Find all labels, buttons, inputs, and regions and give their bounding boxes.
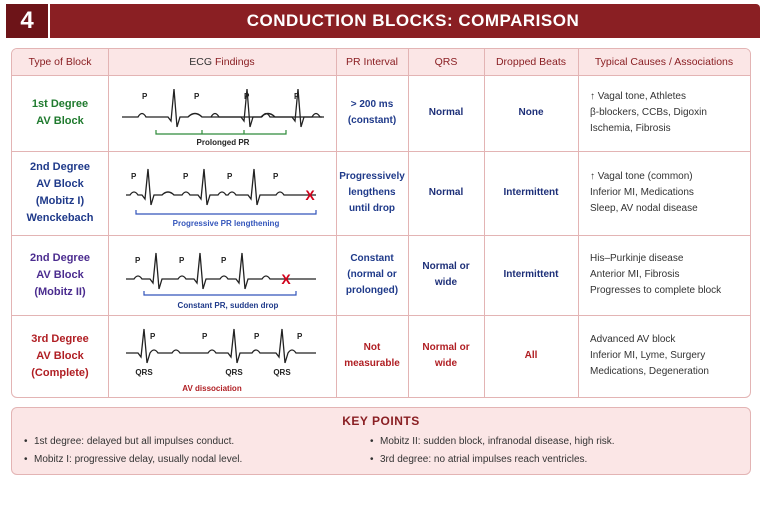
block-type-label: 2nd Degree AV Block (Mobitz II) (30, 251, 90, 298)
p-wave-label: P (273, 172, 279, 181)
col-header-ecg: ECG Findings (108, 49, 336, 75)
bullet-icon: • (370, 436, 374, 447)
qrs-value: Normal (428, 187, 464, 198)
p-wave-label: P (179, 256, 185, 265)
key-point-item: • 1st degree: delayed but all impulses co… (24, 436, 234, 447)
pr-interval-value: > 200 ms (constant) (347, 99, 397, 126)
table-row: 1st Degree AV Block P P P P Prolonged PR… (12, 75, 750, 152)
causes-text: ↑ Vagal tone (common) Inferior MI, Medic… (590, 171, 698, 214)
ecg-caption: Constant PR, sudden drop (178, 301, 279, 310)
p-wave-label: P (254, 332, 260, 341)
p-wave-label: P (221, 256, 227, 265)
bullet-icon: • (24, 436, 28, 447)
qrs-value: Normal or wide (422, 261, 470, 288)
p-wave-label: P (183, 172, 189, 181)
pr-interval-value: Not measurable (344, 342, 400, 369)
section-number-badge: 4 (6, 4, 50, 38)
key-point-text: Mobitz II: sudden block, infranodal dise… (380, 436, 615, 447)
header-bar: CONDUCTION BLOCKS: COMPARISON (6, 4, 760, 38)
grid-line (108, 49, 109, 397)
col-header-dropped: Dropped Beats (495, 56, 567, 68)
p-wave-label: P (297, 332, 303, 341)
p-wave-label: P (135, 256, 141, 265)
qrs-value: Normal or wide (422, 342, 470, 369)
col-header-qrs: QRS (434, 56, 458, 68)
page-title: CONDUCTION BLOCKS: COMPARISON (246, 11, 580, 30)
key-point-item: • Mobitz II: sudden block, infranodal dis… (370, 436, 615, 447)
causes-text: Advanced AV block Inferior MI, Lyme, Sur… (590, 334, 709, 377)
bullet-icon: • (370, 454, 374, 465)
ecg-caption: Prolonged PR (197, 138, 250, 147)
ecg-caption: Progressive PR lengthening (173, 219, 280, 228)
grid-line (336, 49, 337, 397)
grid-line (484, 49, 485, 397)
comparison-table: Type of Block ECG Findings PR Interval Q… (11, 48, 751, 398)
key-point-text: 3rd degree: no atrial impulses reach ven… (380, 454, 588, 465)
dropped-beat-x-icon: X (281, 271, 291, 287)
table-header: Type of Block ECG Findings PR Interval Q… (12, 49, 750, 76)
ecg-strip-third-degree: P P P P QRS QRS QRS AV dissociation (126, 328, 316, 393)
qrs-label: QRS (273, 368, 291, 377)
p-wave-label: P (294, 92, 300, 101)
col-header-causes: Typical Causes / Associations (594, 56, 734, 68)
key-point-item: • Mobitz I: progressive delay, usually no… (24, 454, 242, 465)
qrs-value: Normal (428, 107, 464, 118)
p-wave-label: P (244, 92, 250, 101)
col-header-findings-word: Findings (214, 56, 255, 68)
pr-interval-value: Constant (normal or prolonged) (345, 253, 399, 296)
table-row: 3rd Degree AV Block (Complete) P P P P Q… (12, 315, 750, 397)
dropped-beats-value: Intermittent (503, 269, 559, 280)
p-wave-label: P (227, 172, 233, 181)
dropped-beats-value: None (518, 107, 544, 118)
pr-interval-bracket (143, 291, 297, 296)
ecg-strip-first-degree: P P P P Prolonged PR (122, 88, 324, 147)
col-header-type: Type of Block (28, 56, 92, 68)
key-point-text: 1st degree: delayed but all impulses con… (34, 436, 235, 447)
block-type-label: 3rd Degree AV Block (Complete) (31, 332, 89, 379)
p-wave-label: P (142, 92, 148, 101)
pr-interval-bracket (155, 130, 287, 135)
p-wave-label: P (194, 92, 200, 101)
ecg-strip-mobitz-2: P P P X Constant PR, sudden drop (126, 252, 316, 310)
causes-text: ↑ Vagal tone, Athletes β-blockers, CCBs,… (590, 91, 707, 134)
key-point-text: Mobitz I: progressive delay, usually nod… (34, 454, 243, 465)
col-header-ecg-word: ECG (189, 56, 213, 68)
key-point-item: • 3rd degree: no atrial impulses reach ve… (370, 454, 587, 465)
grid-line (578, 49, 579, 397)
qrs-label: QRS (225, 368, 243, 377)
p-wave-label: P (150, 332, 156, 341)
col-header-pr: PR Interval (346, 56, 398, 68)
block-type-label: 1st Degree AV Block (31, 98, 89, 127)
qrs-label: QRS (135, 368, 153, 377)
key-points-panel: KEY POINTS • 1st degree: delayed but all … (11, 407, 751, 475)
block-type-label: 2nd Degree AV Block (Mobitz I) Wenckebac… (26, 161, 94, 224)
ecg-strip-mobitz-1: P P P P X Progressive PR lengthening (126, 168, 317, 228)
p-wave-label: P (131, 172, 137, 181)
grid-line (408, 49, 409, 397)
p-wave-label: P (202, 332, 208, 341)
ecg-caption: AV dissociation (182, 384, 242, 393)
pr-interval-value: Progressively lengthens until drop (339, 171, 405, 214)
key-points-title: KEY POINTS (342, 414, 420, 428)
table-row: 2nd Degree AV Block (Mobitz I) Wenckebac… (12, 151, 750, 236)
dropped-beats-value: Intermittent (503, 187, 559, 198)
dropped-beats-value: All (524, 350, 538, 361)
dropped-beat-x-icon: X (305, 187, 315, 203)
pr-interval-bracket (135, 210, 317, 215)
causes-text: His–Purkinje disease Anterior MI, Fibros… (590, 253, 722, 296)
table-row: 2nd Degree AV Block (Mobitz II) P P P X … (12, 235, 750, 316)
bullet-icon: • (24, 454, 28, 465)
